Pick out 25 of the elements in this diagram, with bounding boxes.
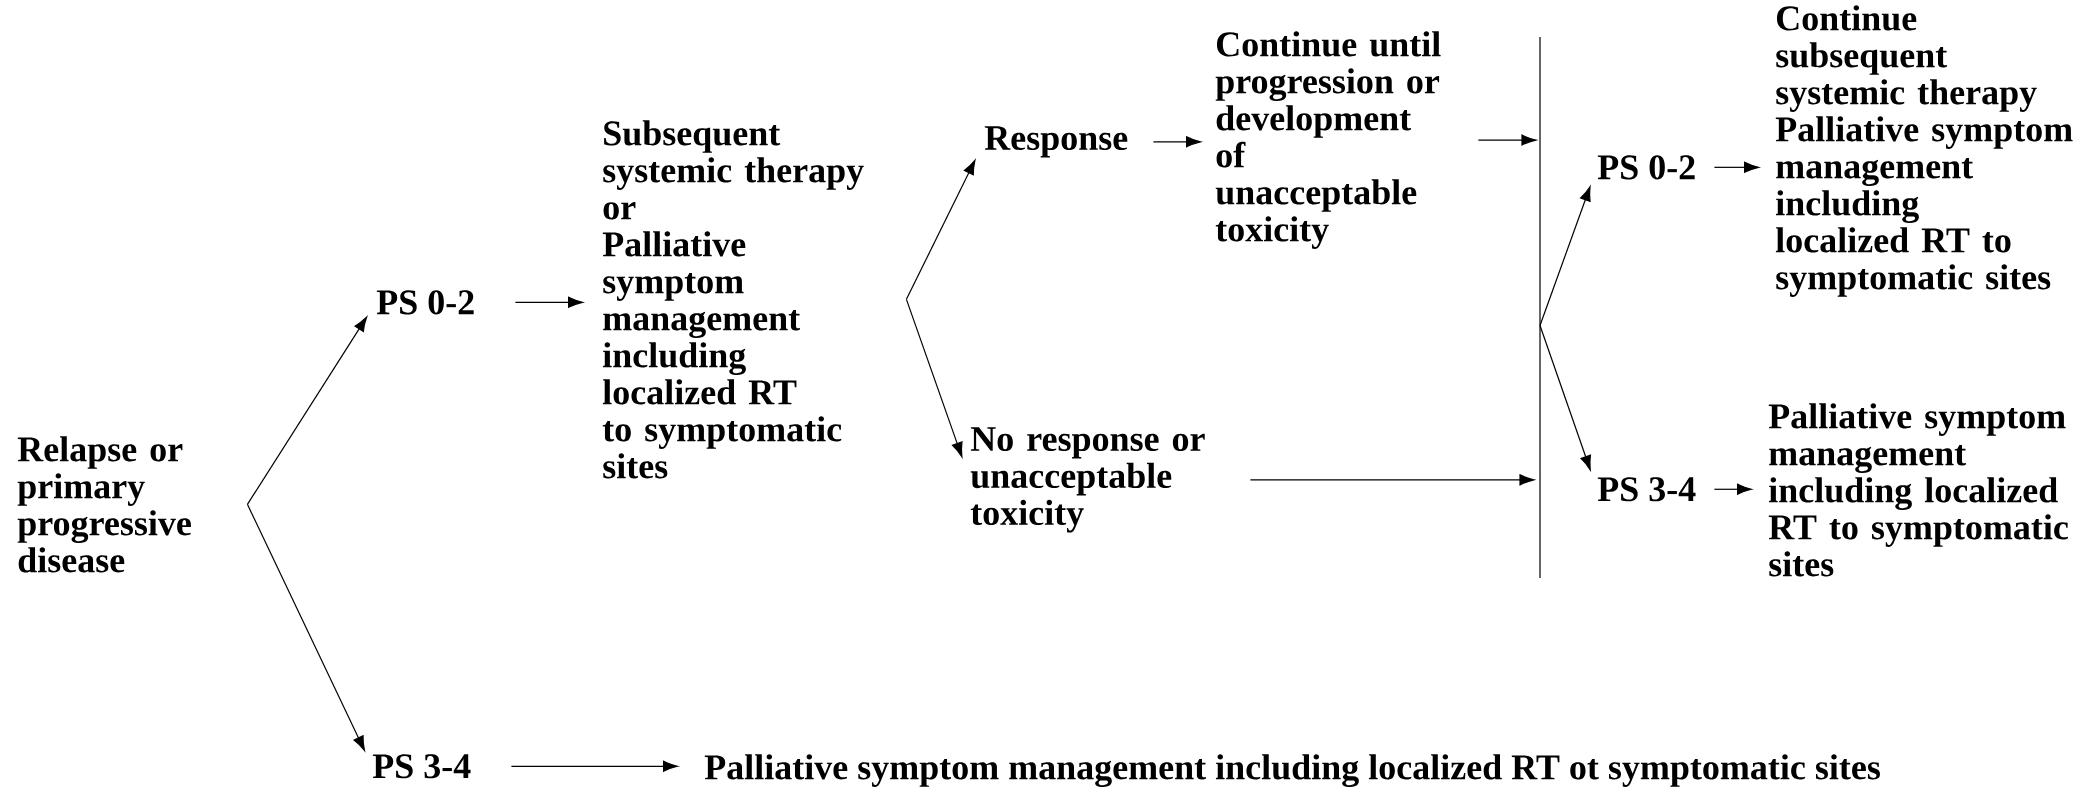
- flow-text: PS 3-4: [372, 754, 471, 779]
- flow-text: PS 0-2: [1597, 155, 1695, 180]
- flow-text: Continue subsequent systemic therapy Palliative symptom management including localized RT to symptomatic sites: [1775, 5, 2073, 297]
- arrow: [1713, 483, 1752, 495]
- arrow: [1152, 136, 1201, 148]
- flow-text: Subsequent systemic therapy or Palliative symptom management including localized RT to symptomatic sites: [602, 120, 864, 479]
- flow-text: PS 0-2: [376, 290, 474, 315]
- arrow: [514, 296, 583, 308]
- flow-text: No response or unacceptable toxicity: [970, 427, 1205, 533]
- arrow: [905, 159, 976, 300]
- arrow: [246, 503, 366, 751]
- arrow: [1539, 186, 1591, 327]
- flow-text: Relapse or primary progressive disease: [17, 436, 191, 573]
- arrow: [1539, 324, 1591, 471]
- flow-text: Continue until progression or development of unacceptable toxicity: [1215, 31, 1441, 249]
- arrow: [1713, 161, 1759, 173]
- flow-text: Palliative symptom management including localized RT ot symptomatic sites: [704, 754, 1880, 788]
- flow-text: Palliative symptom management including localized RT to symptomatic sites: [1768, 403, 2068, 577]
- arrow: [905, 298, 963, 458]
- arrow: [1249, 474, 1535, 486]
- arrow: [1477, 134, 1537, 146]
- arrow: [510, 760, 678, 772]
- flow-text: PS 3-4: [1597, 477, 1696, 502]
- arrow: [246, 316, 368, 505]
- flow-text: Response: [984, 126, 1128, 158]
